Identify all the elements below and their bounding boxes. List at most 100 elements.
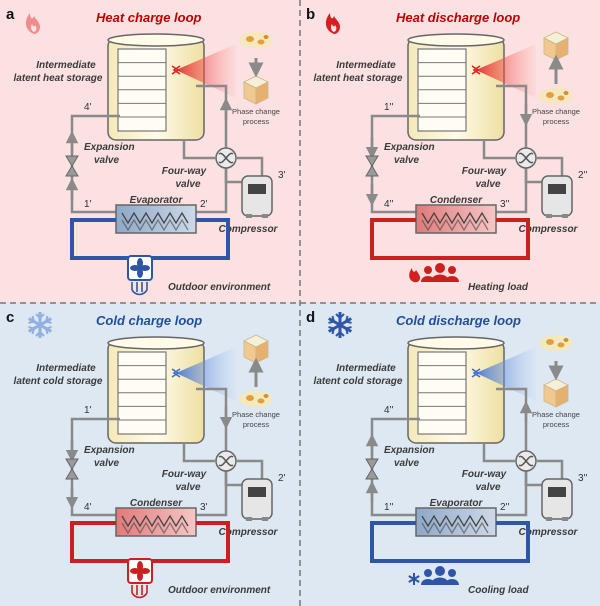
snowflake-tip (28, 315, 52, 335)
fourway-label-line2: valve (475, 179, 500, 190)
fourway-label-line2: valve (175, 179, 200, 190)
environment-label: Cooling load (468, 585, 529, 596)
snowflake-icon (27, 312, 53, 338)
phase-blob-dot (246, 395, 254, 401)
state-point-left-bottom: 1' (84, 199, 92, 210)
refrigerant-pipe-compressor (537, 459, 564, 479)
compressor-foot (562, 214, 568, 218)
phase-blob-shape (539, 88, 573, 104)
state-point-compressor: 2'' (578, 170, 587, 181)
heat-exchanger-coil-secondary (121, 521, 189, 535)
storage-tank-lid (407, 336, 505, 350)
panel-letter: d (306, 309, 315, 326)
expansion-label-line2: valve (94, 155, 119, 166)
fan-blade (137, 268, 143, 278)
phase-blob-dot (563, 338, 569, 342)
state-point-compressor: 3' (278, 170, 286, 181)
transfer-port-icon (171, 65, 181, 75)
refrigerant-pipe-storage (196, 84, 228, 148)
four-way-valve-inner (218, 152, 234, 164)
snowflake-tip (28, 315, 52, 335)
storage-label-line1: Intermediate (336, 60, 396, 71)
state-point-right-bottom: 2' (200, 199, 208, 210)
expansion-label-line2: valve (94, 458, 119, 469)
small-snowflake-arm (408, 575, 420, 583)
fourway-label-line1: Four-way (462, 469, 507, 480)
four-way-valve-inner (518, 152, 534, 164)
storage-tank-lid (407, 33, 505, 47)
phase-cube-right (255, 81, 269, 105)
fan-blade (137, 571, 143, 581)
compressor-foot (262, 214, 268, 218)
compressor-display (548, 487, 566, 497)
state-point-right-bottom: 3' (200, 502, 208, 513)
fourway-label-line1: Four-way (162, 166, 207, 177)
phase-cube-solid (243, 334, 269, 364)
compressor-display (248, 184, 266, 194)
person-head (435, 566, 445, 576)
phase-label-line2: process (543, 117, 570, 126)
flame-inner-icon (30, 24, 37, 32)
heat-transfer-beam (176, 347, 236, 401)
heat-exchanger-label: Condenser (130, 498, 183, 509)
fan-blade (130, 265, 140, 271)
phase-blob-dot (263, 35, 269, 39)
refrigerant-pipe-compressor (237, 459, 264, 479)
refrigerant-pipe-fourway-left (482, 443, 515, 463)
compressor-display (548, 184, 566, 194)
compressor-foot (246, 214, 252, 218)
phase-blob-dot (563, 91, 569, 95)
people-load-icon (421, 263, 459, 282)
heat-exchanger-label: Evaporator (130, 195, 184, 206)
heat-exchanger-label: Evaporator (430, 498, 484, 509)
phase-cube-solid (243, 75, 269, 105)
phase-blob-dot (546, 92, 554, 98)
flame-icon (25, 13, 40, 34)
phase-blob-dot (557, 342, 565, 348)
phase-blob-dot (257, 39, 265, 45)
environment-label: Heating load (468, 282, 529, 293)
snowflake-tip (35, 313, 45, 337)
phase-blob-shape (239, 32, 273, 48)
heat-transfer-beam (476, 44, 536, 98)
expansion-label-line1: Expansion (84, 445, 135, 456)
panel-title: Heat discharge loop (396, 10, 520, 25)
state-point-compressor: 2' (278, 473, 286, 484)
phase-label-line2: process (243, 420, 270, 429)
four-way-valve-inner (518, 455, 534, 467)
fan-blade (140, 568, 150, 574)
flame-icon (325, 13, 340, 34)
phase-blob-shape (239, 391, 273, 407)
person-head (448, 569, 456, 577)
phase-blob-dot (546, 339, 554, 345)
snowflake-tip (335, 313, 345, 337)
refrigerant-pipe-compressor (537, 156, 564, 176)
four-way-valve-inner (218, 455, 234, 467)
fan-blade (130, 568, 140, 574)
compressor-label: Compressor (519, 224, 579, 235)
expansion-label-line1: Expansion (84, 142, 135, 153)
panel-title: Cold charge loop (96, 313, 202, 328)
small-snowflake-icon (408, 573, 420, 585)
compressor-label: Compressor (219, 527, 279, 538)
storage-label-line2: latent heat storage (14, 73, 103, 84)
secondary-loop-pipe (370, 521, 530, 563)
small-flame-icon (409, 268, 420, 283)
person-head (424, 569, 432, 577)
state-point-top: 1'' (384, 102, 393, 113)
expansion-label-line2: valve (394, 458, 419, 469)
expansion-valve-icon (65, 155, 79, 177)
person-head (424, 266, 432, 274)
fourway-label-line2: valve (175, 482, 200, 493)
phase-blob-dot (557, 95, 565, 101)
refrigerant-pipe-storage (496, 84, 528, 148)
refrigerant-pipe-fourway-left (182, 140, 215, 160)
person-bodies (421, 274, 459, 282)
heat-exchanger-coil (121, 211, 189, 225)
state-point-compressor: 3'' (578, 473, 587, 484)
phase-label-line1: Phase change (232, 410, 280, 419)
phase-label-line2: process (543, 420, 570, 429)
fan-blade (140, 265, 150, 271)
